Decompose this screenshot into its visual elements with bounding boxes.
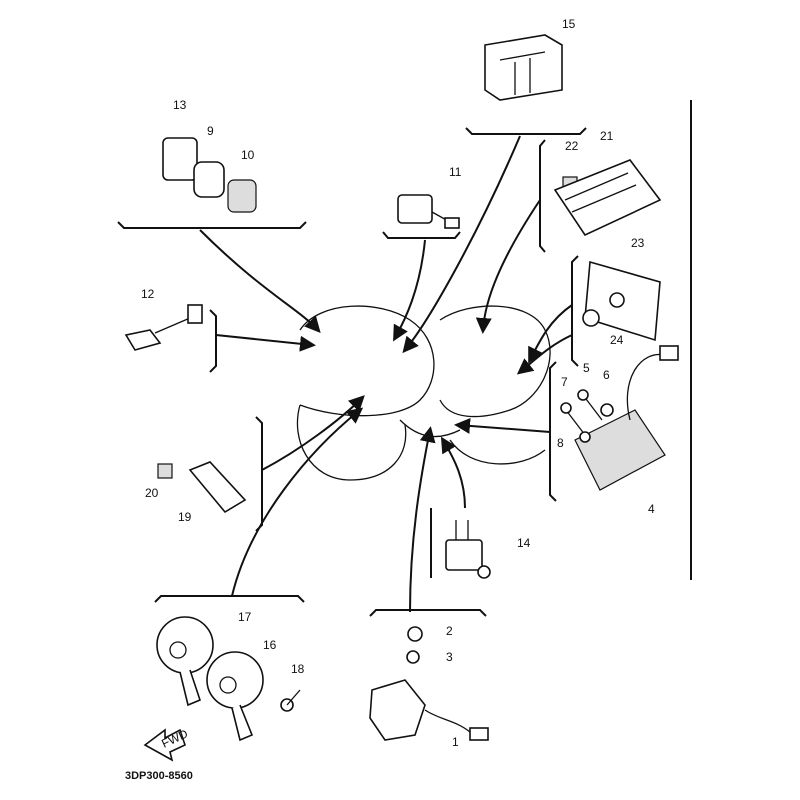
callout-22: 22 xyxy=(565,139,579,153)
part-4-regulator xyxy=(574,345,679,491)
part-6-washer xyxy=(600,403,614,417)
part-7-bolt xyxy=(560,402,586,436)
part-23-license-light xyxy=(584,260,661,342)
callout-6: 6 xyxy=(603,368,610,382)
part-21-reflector xyxy=(553,159,662,237)
callout-15: 15 xyxy=(562,17,576,31)
leader-arrows xyxy=(199,135,573,613)
part-18-bolt xyxy=(280,689,301,712)
callout-14: 14 xyxy=(517,536,531,550)
callout-19: 19 xyxy=(178,510,192,524)
part-20-bulb xyxy=(157,463,173,479)
callout-17: 17 xyxy=(238,610,252,624)
part-10-relay xyxy=(227,179,257,213)
callout-labels: 1 2 3 4 5 6 7 8 9 10 11 12 13 14 15 16 1… xyxy=(141,17,655,749)
callout-13: 13 xyxy=(173,98,187,112)
callout-16: 16 xyxy=(263,638,277,652)
part-17-horn xyxy=(156,616,214,707)
group-brackets xyxy=(117,100,692,617)
forward-direction-arrow: FWD xyxy=(143,726,190,762)
motorcycle-frame-outline xyxy=(296,305,551,481)
drawing-code: 3DP300-8560 xyxy=(125,770,193,782)
callout-4: 4 xyxy=(648,502,655,516)
callout-24: 24 xyxy=(610,333,624,347)
part-15-cover xyxy=(484,34,563,101)
part-19-reflector xyxy=(188,461,247,514)
part-8-washer xyxy=(579,431,591,443)
callout-1: 1 xyxy=(452,735,459,749)
callout-21: 21 xyxy=(600,129,614,143)
callout-20: 20 xyxy=(145,486,159,500)
part-5-bolt xyxy=(577,389,603,421)
callout-9: 9 xyxy=(207,124,214,138)
callout-23: 23 xyxy=(631,236,645,250)
callout-3: 3 xyxy=(446,650,453,664)
callout-12: 12 xyxy=(141,287,155,301)
callout-5: 5 xyxy=(583,361,590,375)
part-13-relay xyxy=(162,137,198,181)
callout-2: 2 xyxy=(446,624,453,638)
part-16-horn xyxy=(206,651,264,742)
callout-11: 11 xyxy=(449,165,462,179)
callout-7: 7 xyxy=(561,375,568,389)
part-2-nut xyxy=(407,626,423,642)
part-1-starter-relay xyxy=(369,679,489,741)
part-9-relay xyxy=(193,161,225,198)
callout-10: 10 xyxy=(241,148,255,162)
callout-18: 18 xyxy=(291,662,305,676)
callout-8: 8 xyxy=(557,436,564,450)
part-11-relay xyxy=(397,194,460,229)
part-3-washer xyxy=(406,650,420,664)
part-14-fuse xyxy=(445,520,491,579)
part-24-nut xyxy=(582,309,600,327)
part-12-switch xyxy=(124,304,203,351)
